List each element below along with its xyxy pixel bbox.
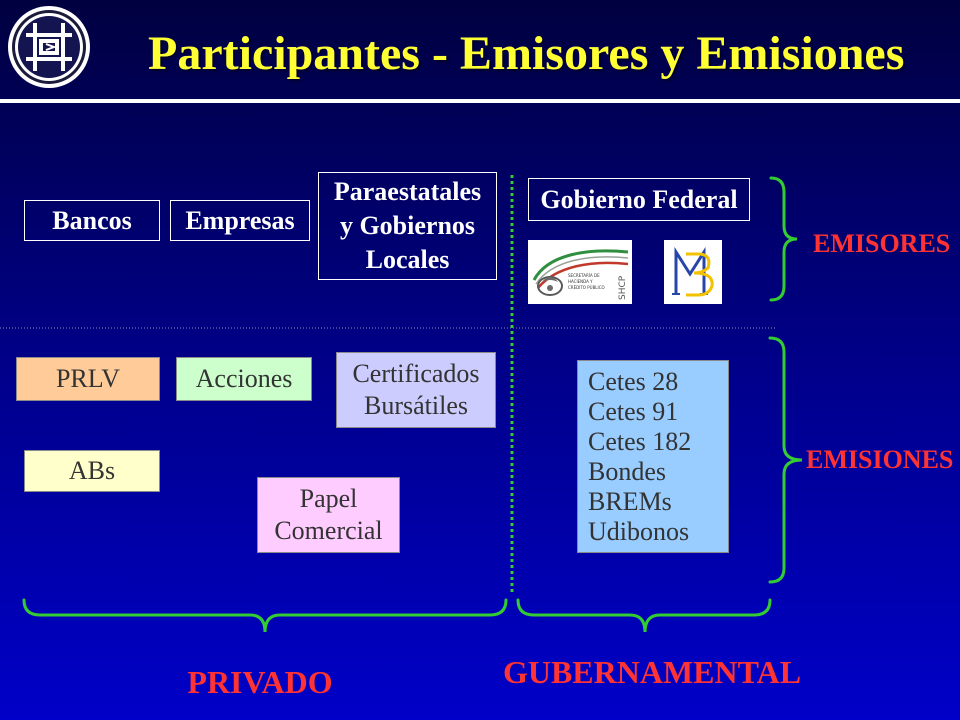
government-issue-item: Bondes <box>588 456 666 486</box>
emisores-label: EMISORES <box>813 229 951 258</box>
emisiones-brace <box>768 336 803 584</box>
bm-logo-b-shape <box>686 252 714 297</box>
sector-government-label: GUBERNAMENTAL <box>502 654 802 690</box>
sector-private-label: PRIVADO <box>187 664 333 700</box>
issue-commercial-paper-line: Comercial <box>274 516 383 545</box>
issuer-parastatals-line: Paraestatales <box>333 177 482 206</box>
bm-logo-m-shape <box>674 246 706 294</box>
issue-abs-label: ABs <box>68 456 116 485</box>
issuer-companies-label: Empresas <box>185 205 295 235</box>
issue-certificates-line: Certificados <box>352 359 480 388</box>
shcp-logo-acronym: SHCP <box>618 275 628 300</box>
issuer-parastatals-line: Locales <box>365 245 450 274</box>
shcp-green-stripe <box>532 249 629 281</box>
issue-commercial-paper-line: Papel <box>299 484 358 513</box>
issue-prlv: PRLV <box>16 357 160 401</box>
issue-stocks-label: Acciones <box>195 364 293 393</box>
issue-certificates-line: Bursátiles <box>364 391 468 420</box>
bm-logo <box>664 240 722 304</box>
issuer-parastatals: Paraestatales y Gobiernos Locales <box>318 172 497 280</box>
issuer-federal-government: Gobierno Federal <box>528 178 750 221</box>
issue-abs: ABs <box>24 450 160 492</box>
shcp-eagle-emblem <box>537 276 563 296</box>
issuer-banks: Bancos <box>24 200 160 241</box>
issue-prlv-label: PRLV <box>55 364 121 393</box>
issue-certificates: Certificados Bursátiles <box>336 352 496 428</box>
issue-commercial-paper: Papel Comercial <box>257 477 400 553</box>
page-title: Participantes - Emisores y Emisiones <box>148 27 905 80</box>
government-issue-item: BREMs <box>588 486 672 516</box>
government-issue-item: Cetes 91 <box>588 396 679 426</box>
privado-brace <box>22 598 508 633</box>
emisores-brace <box>769 176 798 302</box>
shcp-logo-text: CRÉDITO PÚBLICO <box>568 285 605 290</box>
government-issue-item: Cetes 182 <box>588 426 692 456</box>
shcp-red-stripe <box>537 261 629 289</box>
government-issue-item: Cetes 28 <box>588 366 679 396</box>
issuer-federal-government-label: Gobierno Federal <box>540 184 738 214</box>
gubernamental-brace <box>516 598 772 633</box>
logo-inner-disc <box>18 16 80 78</box>
header-divider <box>0 99 960 103</box>
issuer-parastatals-line: y Gobiernos <box>339 211 476 240</box>
institution-logo <box>8 6 90 88</box>
issuer-banks-label: Bancos <box>52 205 132 235</box>
shcp-logo-text: SECRETARÍA DE <box>568 273 600 278</box>
emisiones-label: EMISIONES <box>806 445 954 474</box>
shcp-logo: SECRETARÍA DE HACIENDA Y CRÉDITO PÚBLICO… <box>528 240 632 304</box>
logo-emblem <box>26 23 72 71</box>
issuer-companies: Empresas <box>170 200 310 241</box>
shcp-logo-text: HACIENDA Y <box>568 279 593 284</box>
issue-stocks: Acciones <box>176 357 312 401</box>
government-issue-item: Udibonos <box>588 516 690 546</box>
government-issues-list: Cetes 28 Cetes 91 Cetes 182 Bondes BREMs… <box>577 360 729 553</box>
